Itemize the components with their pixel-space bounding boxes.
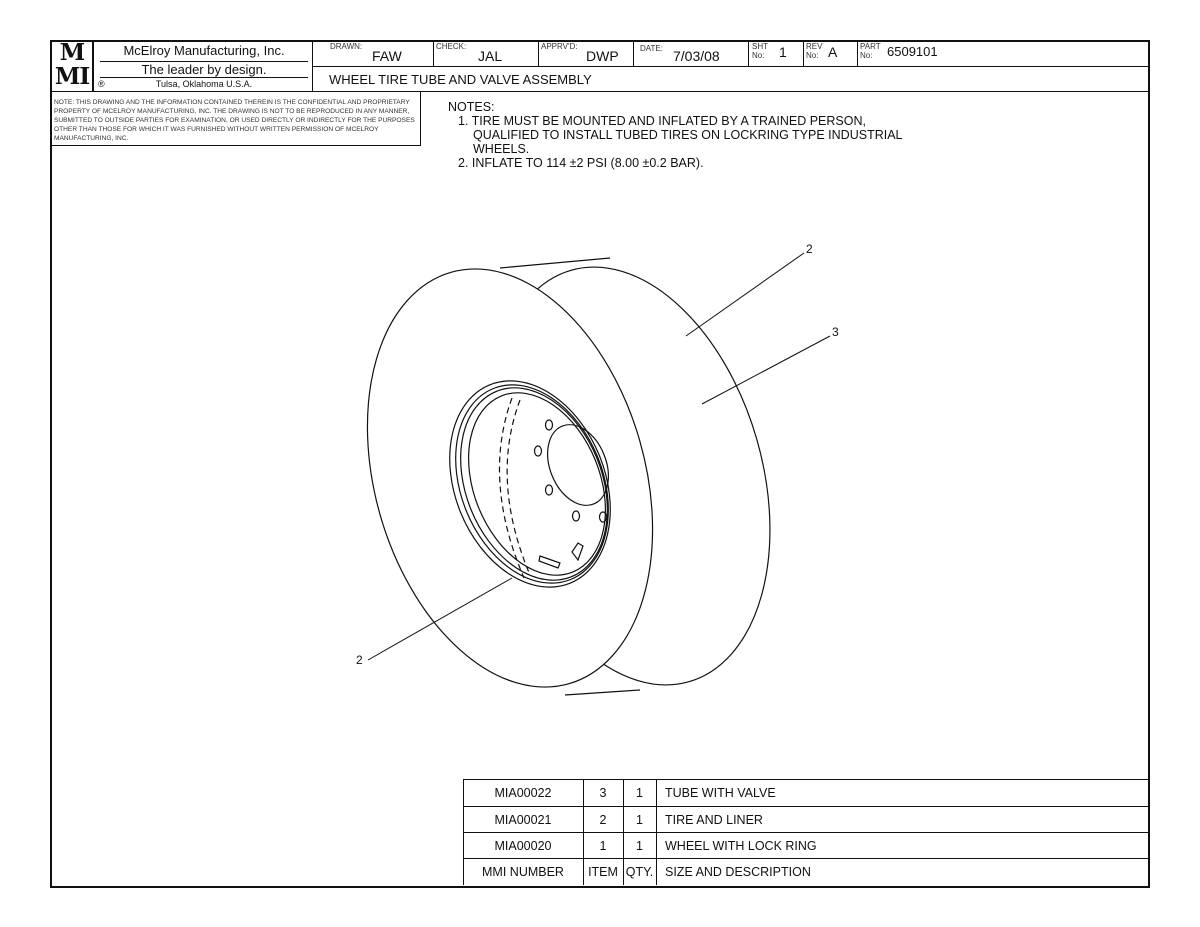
note-line: 1. TIRE MUST BE MOUNTED AND INFLATED BY … — [458, 114, 866, 128]
callout-3-tube: 3 — [832, 325, 839, 339]
header-item: ITEM — [588, 865, 618, 879]
item-number: 3 — [599, 786, 607, 800]
rev-label-2: No: — [806, 51, 819, 60]
mmi-number: MIA00022 — [494, 786, 552, 800]
sheet-number: 1 — [779, 44, 787, 60]
notes-heading: NOTES: — [448, 100, 495, 114]
part-label-2: No: — [860, 51, 873, 60]
drawn-value: FAW — [372, 48, 402, 64]
item-number: 2 — [599, 813, 607, 827]
apprvd-value: DWP — [586, 48, 619, 64]
apprvd-label: APPRV'D: — [541, 42, 578, 51]
note-line: WHEELS. — [473, 142, 530, 156]
valve-stem — [538, 542, 584, 569]
date-value: 7/03/08 — [673, 48, 720, 64]
quantity: 1 — [636, 786, 643, 800]
item-number: 1 — [599, 839, 607, 853]
description: TIRE AND LINER — [665, 813, 763, 827]
description: TUBE WITH VALVE — [665, 786, 776, 800]
description: WHEEL WITH LOCK RING — [665, 839, 817, 853]
part-number: 6509101 — [887, 44, 938, 59]
sheet-border — [50, 40, 1150, 888]
leader-lines — [367, 252, 831, 661]
drawn-label: DRAWN: — [330, 42, 363, 51]
revision: A — [828, 44, 838, 60]
mmi-number: MIA00021 — [494, 813, 552, 827]
company-name: McElroy Manufacturing, Inc. — [123, 43, 285, 58]
date-label: DATE: — [640, 44, 663, 53]
header-qty: QTY. — [625, 865, 654, 879]
quantity: 1 — [636, 813, 643, 827]
part-label-1: PART — [860, 42, 881, 51]
sht-label-1: SHT — [752, 42, 768, 51]
check-label: CHECK: — [436, 42, 467, 51]
header-mmi-number: MMI NUMBER — [482, 865, 564, 879]
location: Tulsa, Oklahoma U.S.A. — [155, 79, 253, 89]
check-value: JAL — [478, 48, 503, 64]
tagline: The leader by design. — [141, 62, 267, 77]
callout-2-rim: 2 — [356, 653, 363, 667]
note-line: 2. INFLATE TO 114 ±2 PSI (8.00 ±0.2 BAR)… — [458, 156, 704, 170]
header-description: SIZE AND DESCRIPTION — [665, 865, 811, 879]
mmi-number: MIA00020 — [494, 839, 552, 853]
rev-label-1: REV — [806, 42, 823, 51]
quantity: 1 — [636, 839, 643, 853]
hub-hole — [547, 424, 609, 506]
tire — [366, 257, 771, 696]
drawing-title: WHEEL TIRE TUBE AND VALVE ASSEMBLY — [329, 72, 592, 87]
wheel-rim — [449, 380, 611, 588]
sht-label-2: No: — [752, 51, 765, 60]
callout-2-tire: 2 — [806, 242, 813, 256]
notes: NOTES: 1. TIRE MUST BE MOUNTED AND INFLA… — [448, 100, 903, 170]
note-line: QUALIFIED TO INSTALL TUBED TIRES ON LOCK… — [473, 128, 903, 142]
confidential-note: NOTE: THIS DRAWING AND THE INFORMATION C… — [54, 99, 415, 142]
registered-mark: ® — [98, 79, 105, 89]
